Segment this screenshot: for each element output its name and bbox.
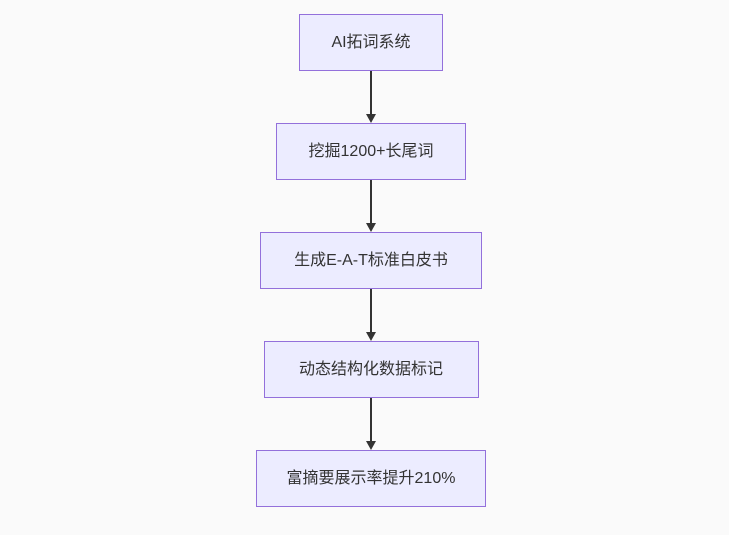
edge-n1-n2	[366, 71, 376, 123]
flow-node-eat-whitepaper: 生成E-A-T标准白皮书	[260, 232, 482, 289]
edge-n4-n5	[366, 398, 376, 450]
flow-node-label: 生成E-A-T标准白皮书	[294, 251, 448, 269]
edge-line	[370, 289, 372, 332]
arrowhead-icon	[366, 332, 376, 341]
flowchart: AI拓词系统 挖掘1200+长尾词 生成E-A-T标准白皮书 动态结构化数据标记…	[256, 14, 486, 507]
flow-node-label: AI拓词系统	[331, 33, 411, 51]
edge-n2-n3	[366, 180, 376, 232]
arrowhead-icon	[366, 114, 376, 123]
arrowhead-icon	[366, 223, 376, 232]
edge-line	[370, 398, 372, 441]
flow-node-label: 挖掘1200+长尾词	[308, 142, 434, 160]
flow-node-longtail-mining: 挖掘1200+长尾词	[276, 123, 466, 180]
arrowhead-icon	[366, 441, 376, 450]
flow-node-structured-data-markup: 动态结构化数据标记	[263, 341, 479, 398]
edge-line	[370, 180, 372, 223]
edge-n3-n4	[366, 289, 376, 341]
flow-node-rich-snippet-rate: 富摘要展示率提升210%	[256, 450, 486, 507]
flow-node-label: 富摘要展示率提升210%	[286, 469, 456, 487]
edge-line	[370, 71, 372, 114]
flow-node-ai-keyword-system: AI拓词系统	[299, 14, 443, 71]
flow-node-label: 动态结构化数据标记	[298, 360, 443, 378]
